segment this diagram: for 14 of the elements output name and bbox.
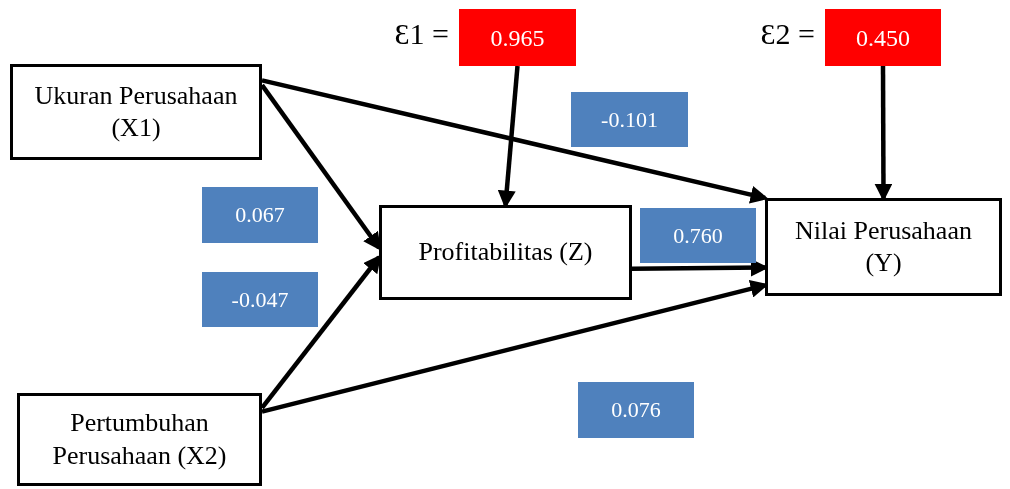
variable-box: Nilai Perusahaan (Y) (765, 198, 1002, 296)
error-term-label: Ɛ1 = (394, 17, 449, 51)
variable-box: Ukuran Perusahaan (X1) (10, 64, 262, 160)
error-term-label: Ɛ2 = (760, 17, 815, 51)
variable-box: Pertumbuhan Perusahaan (X2) (17, 393, 262, 486)
coefficient-box: 0.067 (202, 187, 318, 243)
error-value-box: 0.965 (459, 9, 576, 66)
coefficient-box: -0.047 (202, 272, 318, 327)
coefficient-box: 0.760 (640, 208, 756, 263)
variable-box: Profitabilitas (Z) (379, 205, 632, 300)
coefficient-box: -0.101 (571, 92, 688, 147)
coefficient-box: 0.076 (578, 382, 694, 438)
error-value-box: 0.450 (825, 9, 941, 66)
arrow (261, 78, 769, 204)
